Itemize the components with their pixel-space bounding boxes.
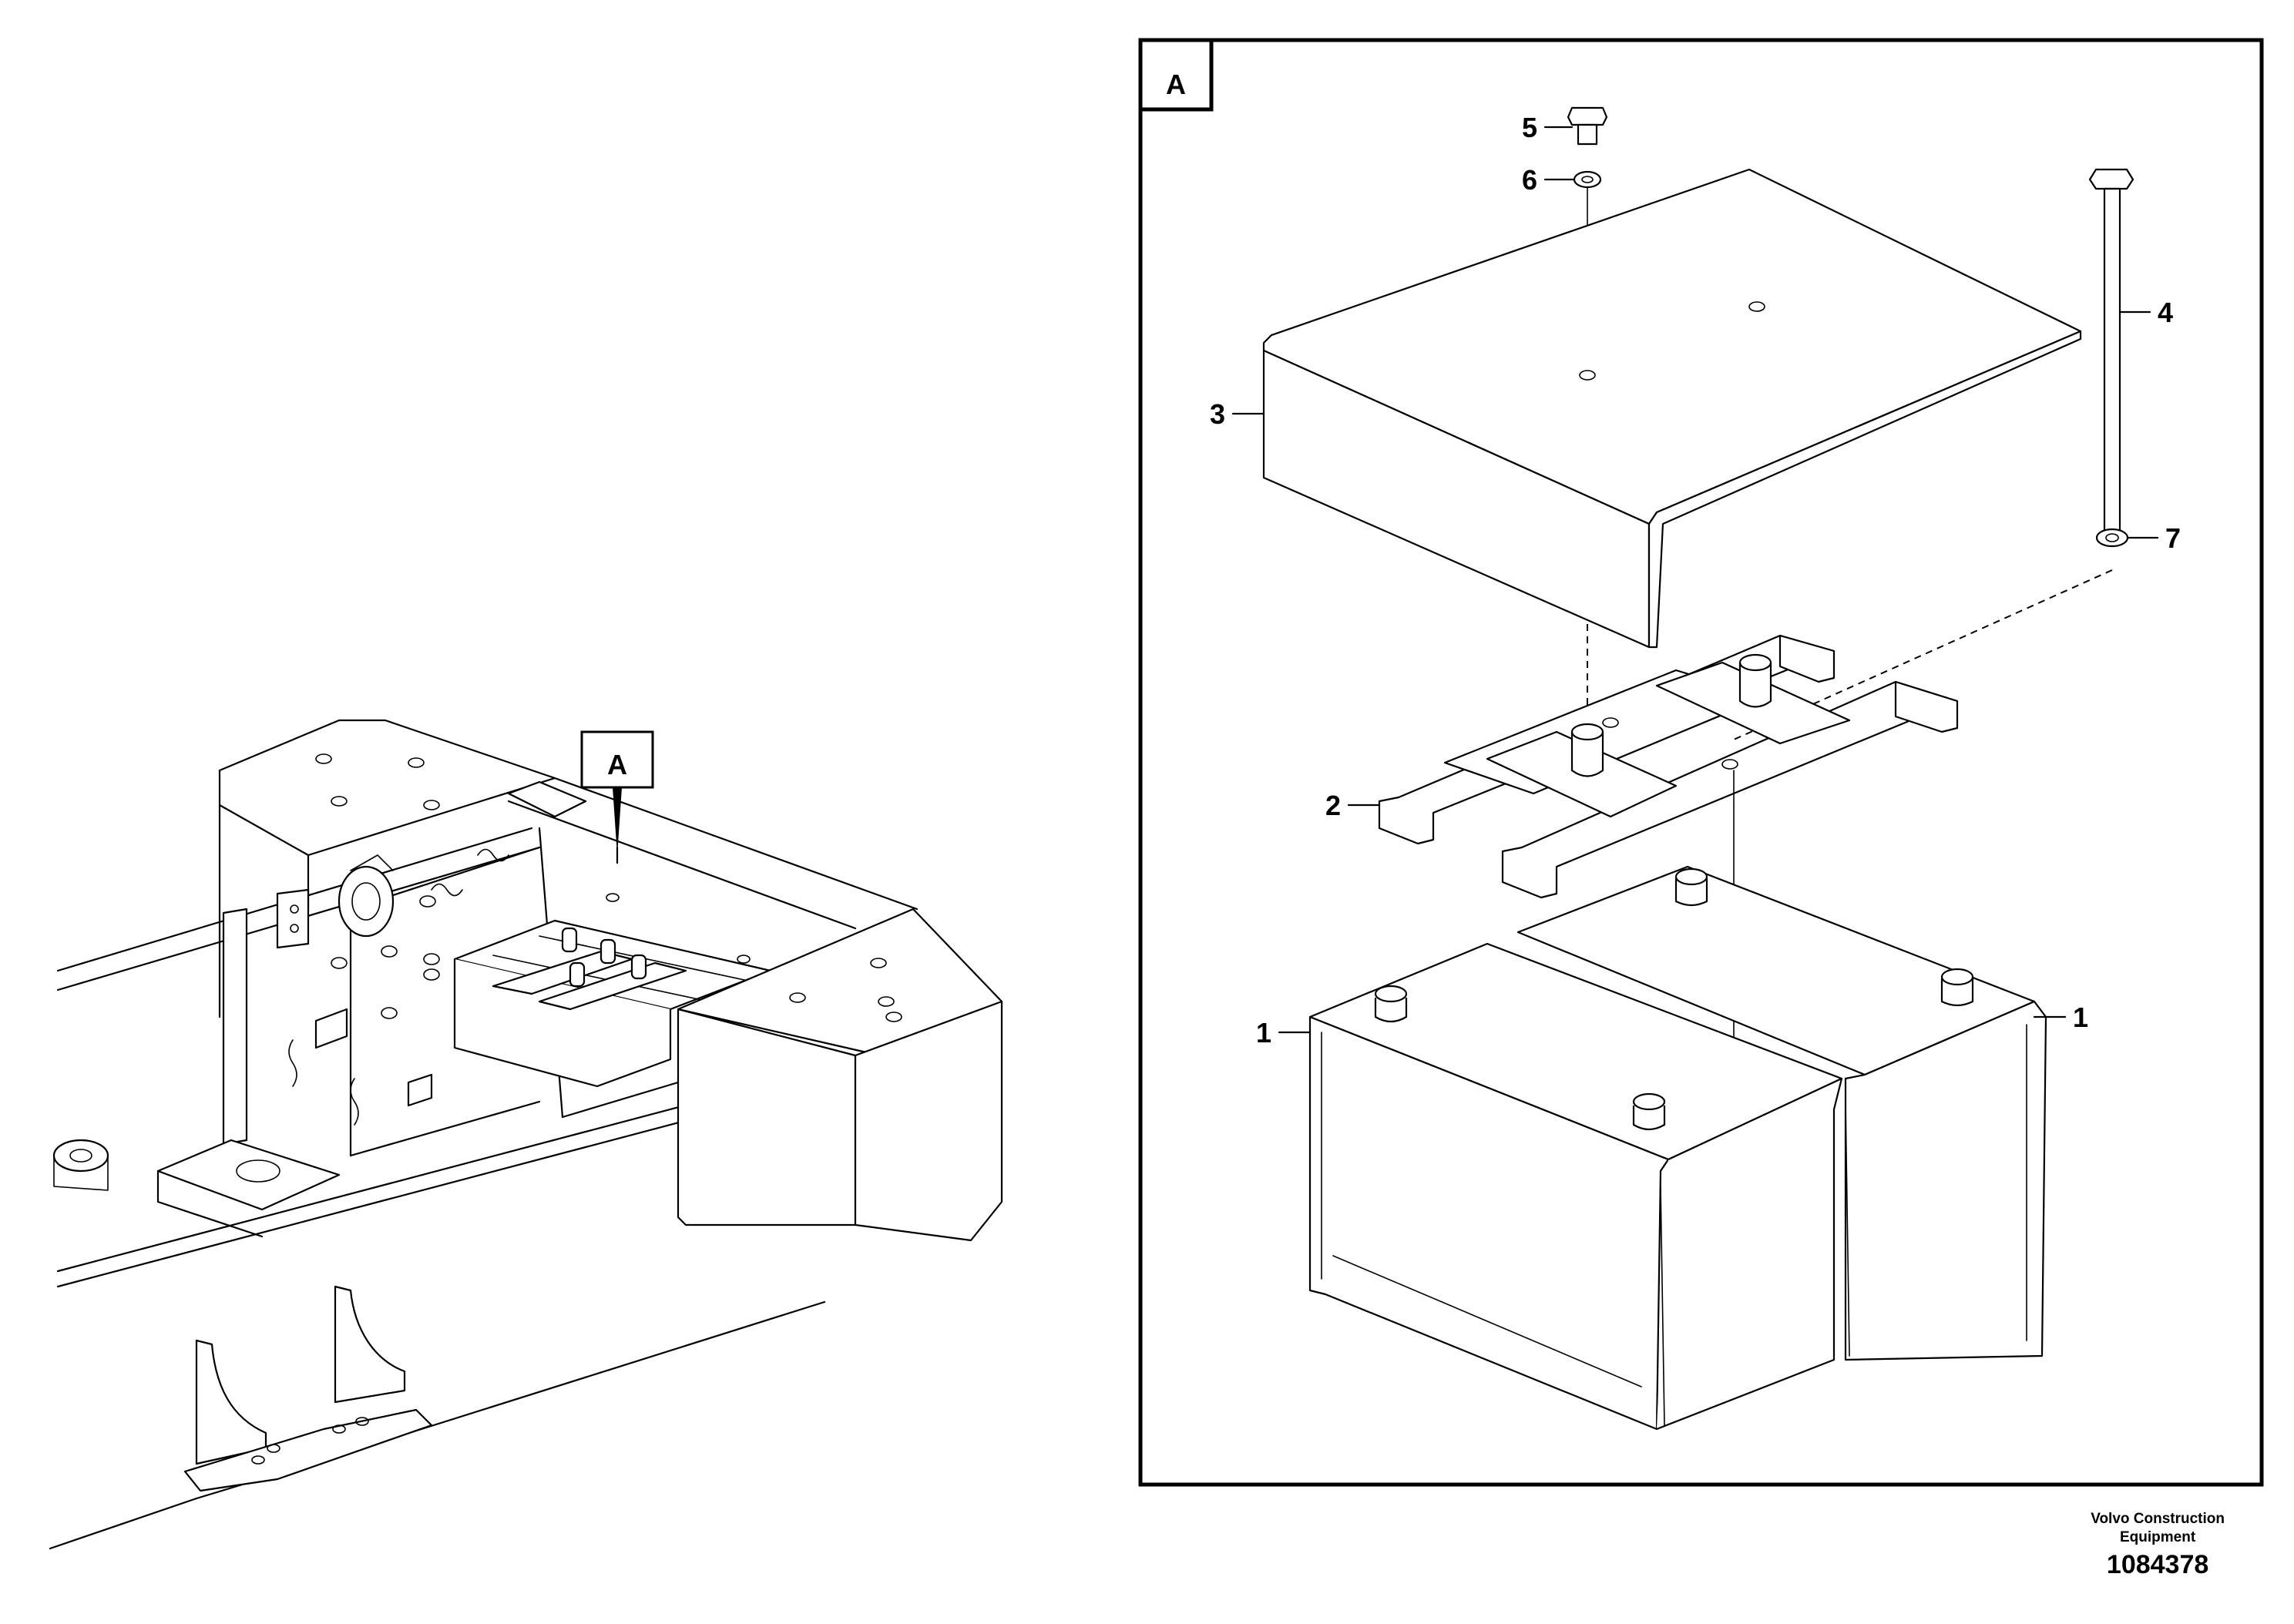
callout-3: 3 xyxy=(1210,398,1225,430)
battery-right-part xyxy=(1516,865,2047,1361)
lower-washer-part xyxy=(2095,528,2129,548)
overview-callout-a: A xyxy=(580,730,654,864)
battery-left-part xyxy=(1308,942,1843,1431)
overview-label: A xyxy=(607,749,627,780)
bracket-part xyxy=(1378,634,1959,899)
brand-line-1: Volvo Construction xyxy=(2091,1511,2225,1527)
brand-line-2: Equipment xyxy=(2120,1529,2196,1545)
callouts: 5 6 3 4 7 2 1 1 xyxy=(1210,112,2181,1049)
long-bolt-part xyxy=(2088,168,2134,537)
detail-view-a: A xyxy=(1138,38,2264,1487)
bolt-part xyxy=(1567,106,1608,146)
callout-4: 4 xyxy=(2158,297,2173,328)
callout-2: 2 xyxy=(1325,790,1341,821)
callout-6: 6 xyxy=(1522,164,1537,196)
drawing-number: 1084378 xyxy=(2106,1550,2209,1579)
drawing-footer: Volvo Construction Equipment 1084378 xyxy=(2091,1510,2225,1580)
callout-1-right: 1 xyxy=(2073,1002,2088,1033)
callout-1-left: 1 xyxy=(1256,1017,1271,1049)
callout-5: 5 xyxy=(1522,112,1537,143)
frame-overview xyxy=(49,719,1003,1550)
detail-frame xyxy=(1138,38,2264,1487)
detail-label: A xyxy=(1166,69,1186,100)
cover-part xyxy=(1262,168,2082,649)
washer-part xyxy=(1573,170,1602,189)
callout-7: 7 xyxy=(2165,522,2181,554)
